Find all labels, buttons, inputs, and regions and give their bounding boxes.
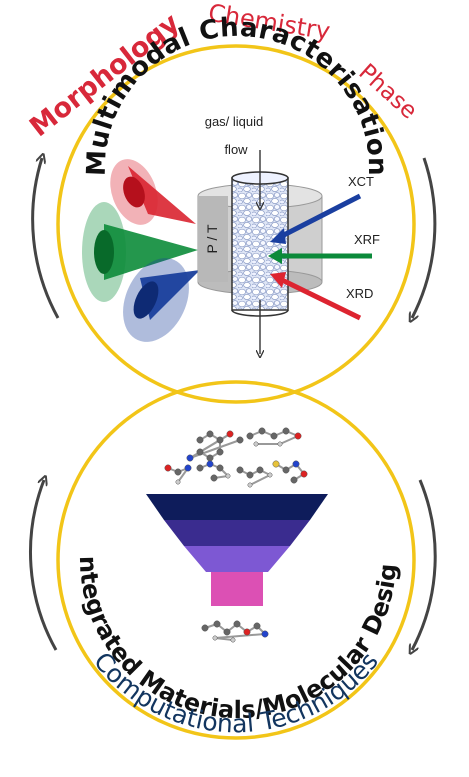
molecule xyxy=(196,460,231,482)
molecule-atom xyxy=(270,432,278,440)
xct-label: XCT xyxy=(348,174,374,189)
green-cone xyxy=(82,202,198,302)
molecule-atom xyxy=(292,460,300,468)
red-cone xyxy=(110,159,196,225)
blue-cone xyxy=(123,258,200,342)
molecule-atom xyxy=(196,464,204,472)
molecule-bond xyxy=(249,474,271,486)
funnel-band-1 xyxy=(146,494,328,520)
funnel xyxy=(146,494,328,606)
molecule-atom xyxy=(196,436,204,444)
molecule-atom xyxy=(226,430,234,438)
top-ring xyxy=(56,44,416,404)
molecule-atom xyxy=(206,460,214,468)
molecule xyxy=(186,430,244,462)
molecule xyxy=(236,466,273,488)
molecule-atom xyxy=(282,466,290,474)
molecule-atom xyxy=(216,464,224,472)
molecule-atom xyxy=(294,432,302,440)
molecule xyxy=(164,464,192,485)
molecule-cluster xyxy=(164,427,308,643)
molecule-atom xyxy=(258,427,266,435)
molecule-atom xyxy=(247,482,253,488)
bottom-ring xyxy=(56,380,416,740)
molecule-atom xyxy=(256,466,264,474)
molecule-atom xyxy=(272,460,280,468)
molecule-atom xyxy=(236,466,244,474)
xrd-label: XRD xyxy=(346,286,373,301)
molecule-atom xyxy=(206,430,214,438)
molecule-bond xyxy=(214,633,266,639)
xrd-beam-tip xyxy=(270,272,286,288)
molecule-atom xyxy=(184,464,192,472)
funnel-band-2 xyxy=(164,520,310,546)
molecule-bond xyxy=(189,433,231,459)
molecule xyxy=(246,427,302,447)
molecule-atom xyxy=(186,454,194,462)
molecule-atom xyxy=(175,479,181,485)
molecule-atom xyxy=(236,436,244,444)
molecule-atom xyxy=(212,635,218,641)
molecule-atom xyxy=(206,454,214,462)
pt-label: P / T xyxy=(204,224,220,254)
molecule-atom xyxy=(201,624,209,632)
molecule-atom xyxy=(216,448,224,456)
molecule-atom xyxy=(225,473,231,479)
molecule-atom xyxy=(277,441,283,447)
bottom-right-cycle-arrow xyxy=(412,479,437,650)
molecule-atom xyxy=(216,436,224,444)
molecule-atom xyxy=(253,441,259,447)
molecule-atom xyxy=(267,472,273,478)
molecule-atom xyxy=(300,470,308,478)
molecule-atom xyxy=(223,628,231,636)
xray-beams: XCT XRF XRD xyxy=(268,174,380,321)
molecule-atom xyxy=(282,427,290,435)
molecule-atom xyxy=(243,628,251,636)
xrf-label: XRF xyxy=(354,232,380,247)
molecule-atom xyxy=(290,476,298,484)
xrf-beam-tip xyxy=(268,248,282,264)
top-right-cycle-arrow xyxy=(412,157,437,318)
molecule-atom xyxy=(261,630,269,638)
xct-beam-tip xyxy=(270,228,286,244)
molecule-atom xyxy=(246,432,254,440)
funnel-spout xyxy=(211,572,263,606)
molecule-atom xyxy=(246,471,254,479)
molecule-bond xyxy=(214,637,234,641)
molecule xyxy=(201,620,269,643)
molecule-atom xyxy=(164,464,172,472)
funnel-band-3 xyxy=(184,546,290,572)
top-left-cycle-arrow xyxy=(31,158,60,319)
molecule-atom xyxy=(210,474,218,482)
molecule-atom xyxy=(174,468,182,476)
xrd-beam xyxy=(276,275,362,321)
detector-cones xyxy=(82,159,200,342)
xct-beam xyxy=(276,193,362,241)
cycle-arrows xyxy=(29,157,437,651)
molecule-atom xyxy=(233,620,241,628)
bottom-left-cycle-arrow xyxy=(29,480,58,651)
molecule-atom xyxy=(196,448,204,456)
molecule-atom xyxy=(230,637,236,643)
flow-label-line1: gas/ liquid xyxy=(205,114,264,129)
molecule xyxy=(272,460,308,484)
molecule-atom xyxy=(253,622,261,630)
flow-label-line2: flow xyxy=(224,142,248,157)
molecule-atom xyxy=(213,620,221,628)
